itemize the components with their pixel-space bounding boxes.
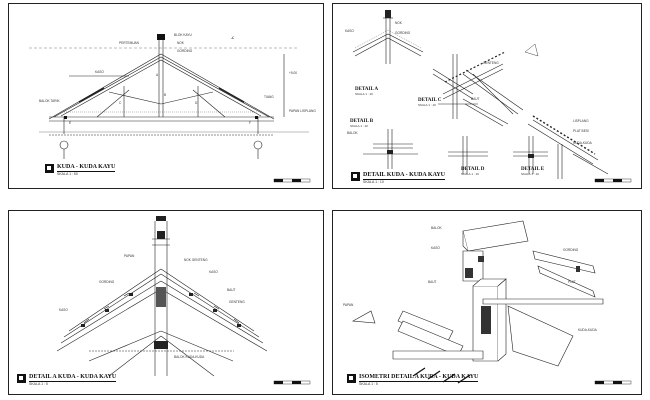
svg-text:KASO: KASO: [209, 270, 218, 274]
details-drawing: DETAIL A SKALA 1 : 10 DETAIL B SKALA 1 :…: [345, 10, 632, 183]
detail-e-label: DETAIL E: [521, 167, 545, 172]
label-f: F: [249, 121, 251, 125]
label-d: D: [195, 101, 198, 105]
svg-text:PAPAN: PAPAN: [124, 254, 135, 258]
label-b: B: [164, 93, 166, 97]
sheet-isometric: BALOK KASO BAUT GORDING PLAT KUDA-KUDA P…: [332, 210, 642, 395]
detail-d-scale: SKALA 1 : 10: [461, 172, 479, 176]
detail-b-label: DETAIL B: [350, 119, 374, 124]
svg-text:GENTENG: GENTENG: [229, 300, 245, 304]
svg-text:GENTENG: GENTENG: [483, 61, 499, 65]
sheet-title: DETAIL A KUDA - KUDA KAYU: [29, 374, 117, 382]
title-marker-icon: [347, 374, 356, 383]
svg-text:+5.00: +5.00: [289, 71, 297, 75]
title-block-3: DETAIL A KUDA - KUDA KAYU SKALA 1 : 5: [17, 374, 117, 386]
sheet-title: KUDA - KUDA KAYU: [57, 164, 116, 172]
detail-a-drawing: NOK GENTENG KASO GORDING PAPAN KASO BAUT…: [56, 216, 311, 385]
title-marker-icon: [351, 172, 360, 181]
svg-text:PLAT: PLAT: [568, 280, 576, 284]
svg-text:TIANG: TIANG: [264, 95, 274, 99]
detail-e-scale: SKALA 1 : 10: [521, 172, 539, 176]
svg-text:LISPLANG: LISPLANG: [573, 119, 589, 123]
truss-elevation-drawing: PERTEMUAN BLOK KAYU NOK GORDING KASO BAL…: [29, 33, 316, 183]
svg-text:BALOK: BALOK: [347, 131, 359, 135]
svg-text:NOK GENTENG: NOK GENTENG: [184, 258, 208, 262]
svg-text:BAUT: BAUT: [428, 280, 437, 284]
svg-text:PAPAN LISPLANG: PAPAN LISPLANG: [289, 109, 316, 113]
svg-text:BLOK KAYU: BLOK KAYU: [174, 33, 193, 37]
title-block-2: DETAIL KUDA - KUDA KAYU SKALA 1 : 10: [351, 172, 446, 184]
detail-a-label: DETAIL A: [355, 87, 378, 92]
sheet-title: ISOMETRI DETAIL A KUDA - KUDA KAYU: [359, 374, 479, 382]
svg-text:BAUT: BAUT: [227, 288, 236, 292]
svg-text:PLAT BESI: PLAT BESI: [573, 129, 589, 133]
svg-text:KASO: KASO: [95, 70, 104, 74]
detail-c-label: DETAIL C: [418, 98, 442, 103]
sheet-scale: SKALA 1 : 5: [359, 382, 378, 386]
label-e: E: [69, 121, 71, 125]
svg-text:PERTEMUAN: PERTEMUAN: [119, 41, 140, 45]
svg-text:BALOK: BALOK: [431, 226, 443, 230]
detail-d-label: DETAIL D: [461, 167, 485, 172]
svg-text:KUDA-KUDA: KUDA-KUDA: [578, 328, 598, 332]
label-c: C: [119, 101, 122, 105]
svg-text:BALOK KUDA-KUDA: BALOK KUDA-KUDA: [174, 355, 205, 359]
svg-text:PAPAN: PAPAN: [343, 303, 354, 307]
label-a: A: [156, 73, 159, 77]
svg-text:∠: ∠: [231, 35, 235, 40]
detail-c-scale: SKALA 1 : 10: [418, 103, 436, 107]
svg-text:NOK: NOK: [395, 21, 403, 25]
svg-text:KASO: KASO: [431, 246, 440, 250]
svg-text:NOK: NOK: [177, 41, 185, 45]
sheet-scale: SKALA 1 : 10: [363, 180, 384, 184]
svg-text:GORDING: GORDING: [563, 248, 579, 252]
title-block-1: KUDA - KUDA KAYU SKALA 1 : 50: [45, 164, 116, 176]
svg-text:KASO: KASO: [345, 29, 354, 33]
sheet-scale: SKALA 1 : 5: [29, 382, 48, 386]
detail-a-scale: SKALA 1 : 10: [355, 92, 373, 96]
sheet-detail-a: NOK GENTENG KASO GORDING PAPAN KASO BAUT…: [8, 210, 324, 395]
svg-text:BALOK TARIK: BALOK TARIK: [39, 99, 60, 103]
title-block-4: ISOMETRI DETAIL A KUDA - KUDA KAYU SKALA…: [347, 374, 479, 386]
svg-text:BAUT: BAUT: [471, 97, 480, 101]
svg-text:KUDA-KUDA: KUDA-KUDA: [573, 141, 593, 145]
sheet-details: DETAIL A SKALA 1 : 10 DETAIL B SKALA 1 :…: [332, 3, 642, 189]
svg-text:GORDING: GORDING: [395, 31, 411, 35]
detail-b-scale: SKALA 1 : 10: [350, 124, 368, 128]
sheet-title: DETAIL KUDA - KUDA KAYU: [363, 172, 446, 180]
svg-text:GORDING: GORDING: [177, 49, 193, 53]
sheet-truss-elevation: PERTEMUAN BLOK KAYU NOK GORDING KASO BAL…: [8, 3, 324, 189]
title-marker-icon: [17, 374, 26, 383]
svg-text:KASO: KASO: [59, 308, 68, 312]
svg-text:GORDING: GORDING: [99, 280, 115, 284]
title-marker-icon: [45, 164, 54, 173]
isometric-drawing: BALOK KASO BAUT GORDING PLAT KUDA-KUDA P…: [343, 220, 632, 385]
sheet-scale: SKALA 1 : 50: [57, 172, 78, 176]
